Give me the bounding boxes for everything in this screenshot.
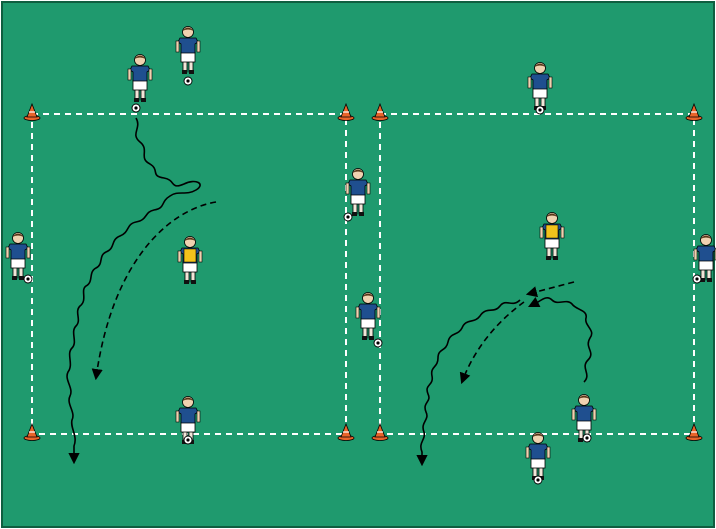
soccer-ball-icon [184,436,192,444]
soccer-ball-icon [184,77,192,85]
soccer-ball-icon [536,106,544,114]
soccer-ball-icon [344,213,352,221]
soccer-ball-icon [583,434,591,442]
soccer-ball-icon [534,476,542,484]
soccer-ball-icon [374,339,382,347]
soccer-ball-icon [24,275,32,283]
soccer-ball-icon [693,275,701,283]
soccer-ball-icon [132,104,140,112]
